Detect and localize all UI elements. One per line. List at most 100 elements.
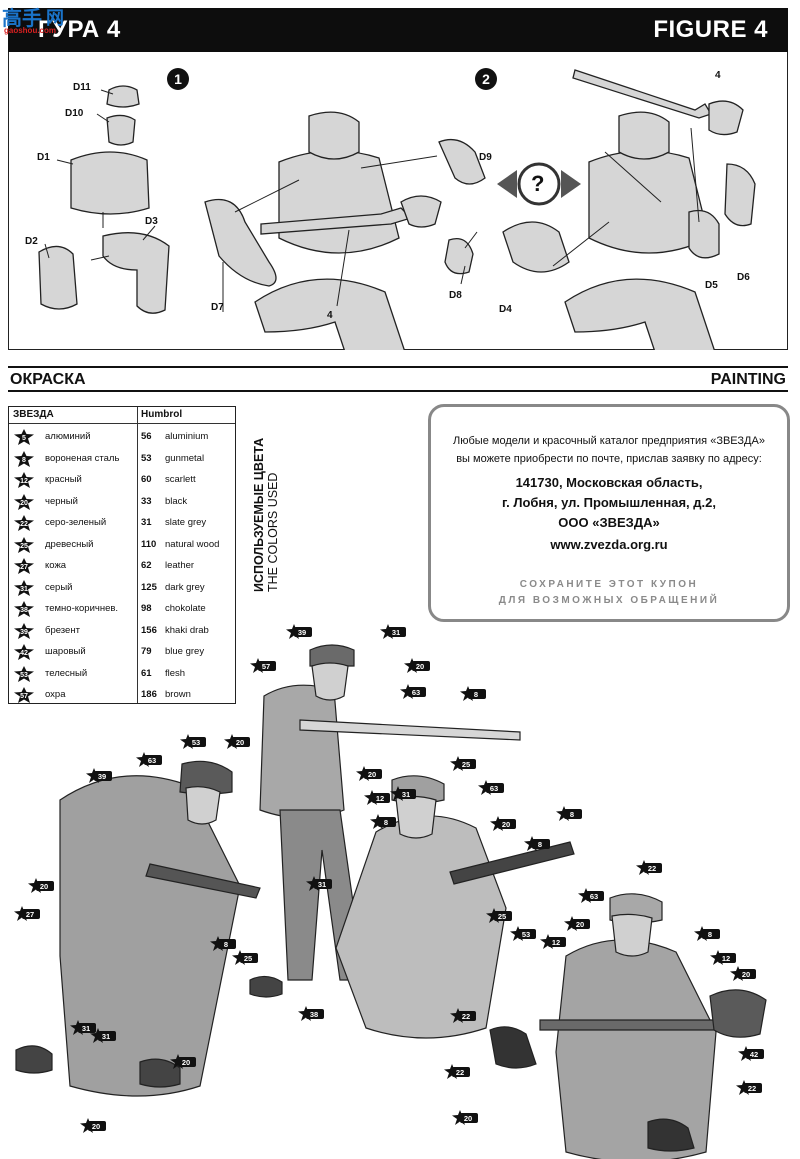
humbrol-number: 53 — [141, 452, 152, 464]
callout-code: 27 — [26, 910, 34, 919]
color-name-en: dark grey — [165, 581, 205, 593]
color-callout-tag: 8 — [694, 926, 720, 943]
color-callout-tag: 20 — [730, 966, 756, 983]
color-callout-tag: 63 — [478, 780, 504, 797]
callout-star-icon: 8 — [524, 836, 550, 851]
color-code-star-icon: 53 — [14, 665, 34, 682]
label-d2: D2 — [25, 236, 38, 247]
callout-code: 20 — [92, 1122, 100, 1131]
label-d5: D5 — [705, 280, 718, 291]
color-callout-tag: 53 — [180, 734, 206, 751]
color-code: 31 — [20, 586, 28, 593]
figure-header-bar: ГУРА 4 FIGURE 4 — [8, 8, 788, 52]
callout-code: 31 — [82, 1024, 90, 1033]
color-name-ru: кожа — [45, 560, 67, 571]
part-d9-arm — [438, 138, 486, 185]
color-name-ru: вороненая сталь — [45, 452, 120, 464]
part-d8-hand — [444, 237, 474, 275]
label-d10: D10 — [65, 108, 84, 119]
figure-2b-legs — [564, 278, 716, 350]
color-name-en: blue grey — [165, 646, 205, 657]
color-name-ru: алюминий — [45, 431, 91, 442]
callout-code: 63 — [590, 892, 598, 901]
callout-star-icon: 39 — [86, 768, 112, 783]
callout-code: 53 — [192, 738, 200, 747]
color-callout-tag: 63 — [578, 888, 604, 905]
callout-star-icon: 8 — [210, 936, 236, 951]
color-name-en: scarlett — [165, 474, 196, 485]
callout-code: 63 — [490, 784, 498, 793]
callout-code: 42 — [750, 1050, 758, 1059]
color-callout-tag: 8 — [460, 686, 486, 703]
figure-2b-head — [618, 111, 670, 160]
callout-star-icon: 25 — [486, 908, 512, 923]
callout-code: 20 — [742, 970, 750, 979]
figure-2a-legs — [254, 278, 406, 350]
callout-code: 20 — [576, 920, 584, 929]
figure-panzer-tube — [539, 1019, 731, 1031]
colors-used-vertical-title: ИСПОЛЬЗУЕМЫЕ ЦВЕТА THE COLORS USED — [244, 410, 280, 600]
callout-code: 25 — [244, 954, 252, 963]
color-callout-tag: 8 — [370, 814, 396, 831]
callout-code: 20 — [464, 1114, 472, 1123]
color-callout-tag: 31 — [390, 786, 416, 803]
callout-star-icon: 27 — [14, 906, 40, 921]
coupon-address-1: 141730, Московская область, — [515, 475, 703, 490]
callout-star-icon: 8 — [460, 686, 486, 701]
color-name-ru: брезент — [45, 624, 80, 636]
color-callout-tag: 42 — [738, 1046, 764, 1063]
figure-rifleman-cap — [309, 644, 355, 667]
humbrol-number: 125 — [141, 581, 157, 593]
coupon-address-3: ООО «ЗВЕЗДА» — [558, 515, 660, 530]
callout-code: 31 — [318, 880, 326, 889]
humbrol-number: 186 — [141, 689, 157, 700]
color-name-en: natural wood — [165, 538, 220, 550]
color-code-star-icon: 8 — [14, 450, 34, 467]
label-d3: D3 — [145, 216, 158, 227]
color-code-star-icon: 42 — [14, 644, 34, 660]
color-code: 5 — [22, 435, 26, 442]
callout-star-icon: 20 — [564, 916, 590, 931]
figure-coat-man-boot-right — [139, 1058, 181, 1088]
color-callout-tag: 39 — [286, 624, 312, 641]
callout-code: 20 — [368, 770, 376, 779]
callout-star-icon: 63 — [400, 684, 426, 699]
figure-kneeling-boot — [489, 1026, 537, 1069]
color-callout-tag: 8 — [210, 936, 236, 953]
label-d9: D9 — [479, 152, 492, 163]
color-code-star-icon: 39 — [14, 622, 34, 639]
callout-star-icon: 20 — [224, 734, 250, 749]
assembly-illustration — [38, 69, 756, 350]
coupon-keep-line-2: ДЛЯ ВОЗМОЖНЫХ ОБРАЩЕНИЙ — [498, 595, 720, 606]
color-callout-tag: 53 — [510, 926, 536, 943]
part-4-panzerfaust-b — [572, 69, 712, 119]
part-d10-head — [106, 114, 136, 146]
color-code: 53 — [20, 672, 28, 679]
callout-star-icon: 63 — [578, 888, 604, 903]
coupon-url: www.zvezda.org.ru — [550, 537, 668, 552]
color-name-en: slate grey — [165, 517, 207, 528]
color-table-header-ru: ЗВЕЗДА — [13, 409, 54, 420]
coupon-address-2: г. Лобня, ул. Промышленная, д.2, — [501, 495, 716, 510]
color-code: 39 — [20, 629, 28, 636]
callout-code: 12 — [376, 794, 384, 803]
color-table-header-line — [9, 423, 235, 424]
label-d11: D11 — [73, 82, 91, 93]
callout-code: 20 — [40, 882, 48, 891]
callout-star-icon: 20 — [28, 878, 54, 893]
callout-code: 8 — [538, 840, 542, 849]
callout-star-icon: 31 — [70, 1020, 96, 1035]
callout-star-icon: 20 — [404, 658, 430, 673]
callout-code: 20 — [416, 662, 424, 671]
color-callout-tag: 22 — [444, 1064, 470, 1081]
color-name-en: aluminium — [165, 431, 209, 442]
part-d3-legs — [102, 232, 170, 314]
figure-kneeling-smg — [449, 841, 575, 885]
callout-code: 22 — [648, 864, 656, 873]
